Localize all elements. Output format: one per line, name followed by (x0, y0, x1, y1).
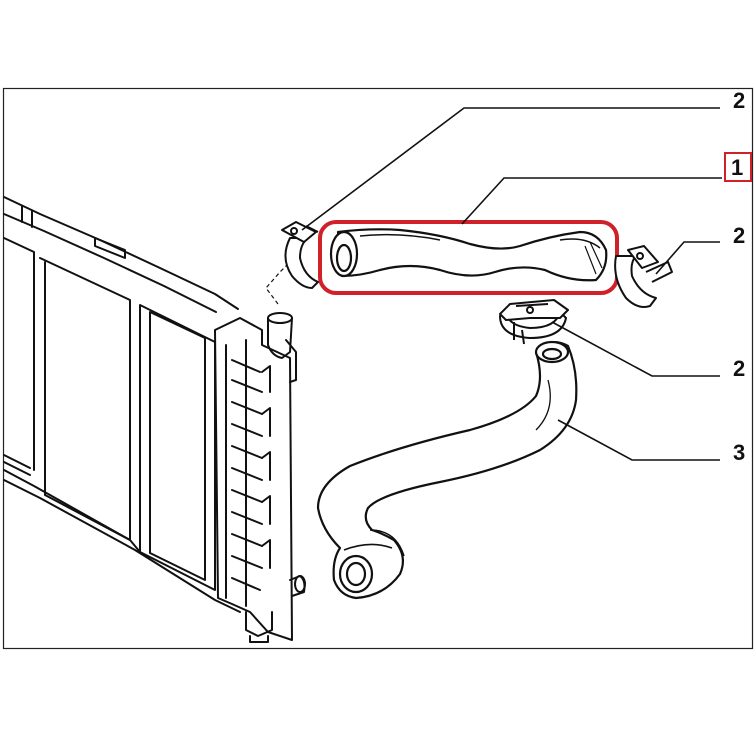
callout-2-top: 2 (733, 88, 745, 113)
callout-3: 3 (733, 440, 745, 465)
radiator (3, 196, 306, 643)
callout-2-right: 2 (733, 223, 745, 248)
leader-line-3 (557, 419, 720, 461)
leader-line-1 (461, 177, 722, 225)
callout-1-highlight-box (724, 152, 752, 182)
leader-lines (301, 107, 722, 461)
hose-clamp-lower (499, 299, 569, 345)
callout-1: 1 (731, 155, 743, 180)
leader-line-2-top (301, 107, 720, 231)
upper-hose (329, 228, 608, 282)
hose-clamp-upper-left (281, 221, 319, 289)
hose-clamp-upper-right (614, 245, 673, 308)
leader-line-2-lower (551, 321, 720, 377)
lower-hose (316, 340, 578, 600)
leader-line-2-right (655, 241, 720, 275)
assembly-guide-line (265, 261, 291, 305)
callout-2-lower: 2 (733, 356, 745, 381)
diagram-frame (2, 87, 754, 650)
